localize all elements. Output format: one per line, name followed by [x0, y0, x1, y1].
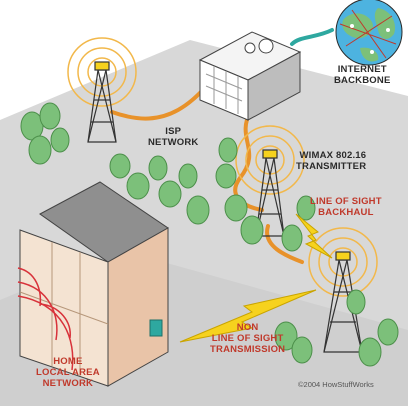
internet-backbone-line-1: INTERNET — [337, 64, 387, 75]
tower-left — [87, 61, 117, 143]
home-lan-label: HOME LOCAL AREA NETWORK — [36, 356, 100, 389]
isp-network-line-1: ISP — [165, 126, 182, 137]
home-lan-line-3: NETWORK — [42, 378, 94, 389]
house-icon — [17, 181, 169, 387]
los-backhaul-line-1: LINE OF SIGHT — [310, 196, 382, 207]
nlos-line-3: TRANSMISSION — [210, 344, 286, 355]
cable-wimax-to-lower-tower — [265, 224, 304, 264]
bolt-nlos — [179, 289, 317, 343]
isp-network-label: ISP NETWORK — [148, 126, 198, 148]
nlos-line-1: NON — [236, 322, 259, 333]
internet-backbone-line-2: BACKBONE — [334, 75, 391, 86]
lightning-bolt-icon — [179, 213, 333, 343]
lan-waves — [17, 267, 74, 371]
wall-jack-icon — [149, 319, 163, 337]
wimax-transmitter-line-1: WIMAX 802.16 — [299, 150, 367, 161]
cable-isp-to-backbone — [290, 28, 334, 46]
wimax-transmitter-label: WIMAX 802.16 TRANSMITTER — [296, 150, 366, 172]
signal-rings-left-tower — [67, 37, 137, 107]
non-line-of-sight-label: NON LINE OF SIGHT TRANSMISSION — [210, 322, 285, 355]
home-lan-line-1: HOME — [53, 356, 83, 367]
wimax-transmitter-line-2: TRANSMITTER — [296, 161, 367, 172]
internet-backbone-label: INTERNET BACKBONE — [334, 64, 391, 86]
tree-icon — [20, 102, 399, 367]
house-rooms — [19, 242, 109, 376]
line-of-sight-backhaul-label: LINE OF SIGHT BACKHAUL — [310, 196, 382, 218]
globe-icon — [335, 0, 403, 66]
bolt-backhaul — [295, 213, 333, 259]
signal-rings-wimax-tower — [235, 125, 305, 195]
nlos-line-2: LINE OF SIGHT — [211, 333, 284, 344]
home-lan-line-2: LOCAL AREA — [36, 367, 100, 378]
isp-building-icon — [198, 31, 302, 121]
copyright-credit: ©2004 HowStuffWorks — [298, 380, 374, 389]
isp-network-line-2: NETWORK — [148, 137, 199, 148]
los-backhaul-line-2: BACKHAUL — [318, 207, 374, 218]
